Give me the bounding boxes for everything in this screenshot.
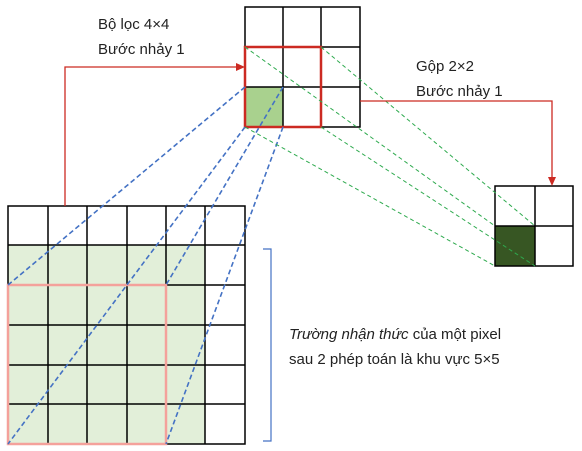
- receptive-field-line1: Trường nhận thức của một pixel: [289, 322, 501, 347]
- pool-label-line1: Gộp 2×2: [416, 58, 474, 75]
- bracket-icon: [263, 248, 272, 442]
- receptive-field-line1-rest: của một pixel: [408, 326, 502, 343]
- filter-label-line1: Bộ lọc 4×4: [98, 16, 170, 33]
- pool-projection-lines: [244, 46, 536, 267]
- arrow-head-icon: [236, 63, 245, 71]
- pool-output-grid: [494, 185, 574, 267]
- filter-window-outline: [6, 283, 168, 446]
- filter-projection-lines: [7, 86, 284, 445]
- receptive-field-area: [8, 245, 205, 444]
- input-grid: [6, 205, 246, 446]
- receptive-field-term: Trường nhận thức: [289, 326, 409, 343]
- pool-label: Gộp 2×2 Bước nhảy 1: [416, 54, 503, 104]
- receptive-field-line2: sau 2 phép toán là khu vực 5×5: [289, 351, 500, 368]
- filter-label: Bộ lọc 4×4 Bước nhảy 1: [98, 12, 185, 62]
- red-arrows: [64, 66, 553, 206]
- conv-output-grid: [243, 6, 361, 129]
- filter-label-line2: Bước nhảy 1: [98, 41, 185, 58]
- pool-highlight-cell: [495, 226, 535, 266]
- input-grid-lines: [7, 205, 246, 445]
- arrow-head-icon: [548, 177, 556, 186]
- receptive-field-label: Trường nhận thức của một pixel sau 2 phé…: [289, 322, 501, 372]
- conv-highlight-cell: [245, 87, 283, 127]
- pool-label-line2: Bước nhảy 1: [416, 83, 503, 100]
